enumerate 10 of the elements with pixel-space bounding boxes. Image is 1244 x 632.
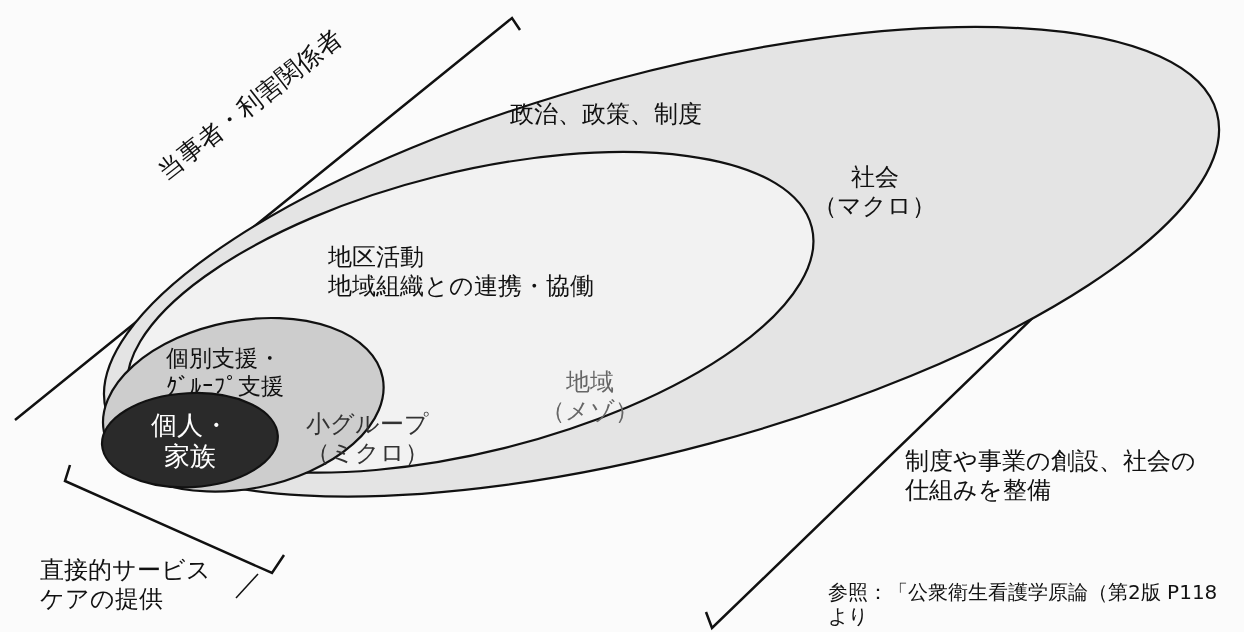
source-note: 参照：「公衆衛生看護学原論（第2版 P118 より [828, 580, 1219, 628]
ellipse-label: 個別支援・ｸﾞﾙｰﾌﾟ支援 [166, 344, 285, 401]
leader-line [235, 573, 259, 599]
ellipse-label: 政治、政策、制度 [510, 100, 703, 129]
bracket-label: 直接的サービスケアの提供 [40, 556, 230, 614]
bracket-label: 制度や事業の創設、社会の仕組みを整備 [905, 447, 1197, 505]
bracket-label: 当事者・利害関係者 [151, 22, 349, 188]
ellipse-label: 地区活動地域組織との連携・協働 [328, 242, 595, 301]
ellipse-label: 個人・家族 [150, 409, 230, 473]
ellipse-label: 社会（マクロ） [812, 163, 938, 221]
